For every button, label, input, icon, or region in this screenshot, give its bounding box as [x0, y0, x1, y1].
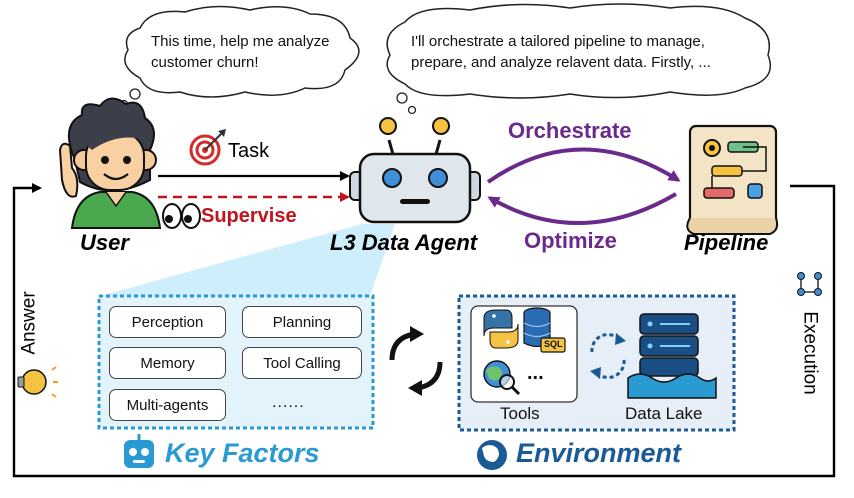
user-avatar [58, 97, 162, 229]
tools-label: Tools [500, 404, 540, 423]
agent-speech-line-2: prepare, and analyze relavent data. Firs… [411, 54, 711, 71]
agent-speech-text: I'll orchestrate a tailored pipeline to … [411, 31, 711, 73]
optimize-label: Optimize [524, 228, 617, 253]
user-speech-line-1: This time, help me analyze [151, 33, 330, 50]
lightbulb-icon [17, 366, 58, 398]
agent-label: L3 Data Agent [330, 230, 478, 255]
sync-icon [590, 333, 626, 379]
factor-more: ...... [272, 394, 305, 411]
execution-label: Execution [799, 311, 821, 395]
data-lake-icon [627, 313, 717, 399]
user-label: User [80, 230, 129, 255]
factor-tool-calling: Tool Calling [242, 347, 362, 379]
data-lake-label: Data Lake [625, 404, 703, 423]
user-speech-line-2: customer churn! [151, 54, 259, 71]
robot-head-icon [124, 434, 154, 468]
answer-label: Answer [18, 291, 40, 355]
factor-planning: Planning [242, 306, 362, 338]
factor-multi-agents: Multi-agents [109, 389, 226, 421]
eyes-icon [162, 203, 201, 229]
robot-agent-icon [349, 117, 481, 224]
factor-memory: Memory [109, 347, 226, 379]
globe-icon [477, 440, 507, 470]
factor-perception: Perception [109, 306, 226, 338]
python-icon [483, 309, 519, 349]
user-speech-bubble [119, 5, 360, 109]
workflow-icon [797, 272, 822, 296]
sql-database-icon [523, 307, 566, 353]
agent-speech-line-1: I'll orchestrate a tailored pipeline to … [411, 33, 705, 50]
pipeline-icon [686, 124, 779, 235]
optimize-arrow [487, 192, 678, 226]
cycle-arrows-icon [389, 326, 443, 396]
tools-more: ... [527, 362, 544, 384]
agent-speech-bubble [386, 3, 772, 115]
target-icon [189, 129, 226, 166]
orchestrate-arrow [486, 147, 681, 184]
user-speech-text: This time, help me analyze customer chur… [151, 31, 329, 73]
sql-label: SQL [544, 339, 563, 349]
environment-title: Environment [516, 438, 682, 468]
key-factors-title: Key Factors [165, 438, 320, 468]
supervise-label: Supervise [201, 205, 297, 227]
orchestrate-label: Orchestrate [508, 118, 632, 143]
pipeline-label: Pipeline [684, 230, 769, 255]
agent-projection [100, 224, 395, 296]
execution-return-line [12, 183, 836, 478]
web-search-icon [483, 360, 521, 396]
task-label: Task [228, 140, 270, 162]
